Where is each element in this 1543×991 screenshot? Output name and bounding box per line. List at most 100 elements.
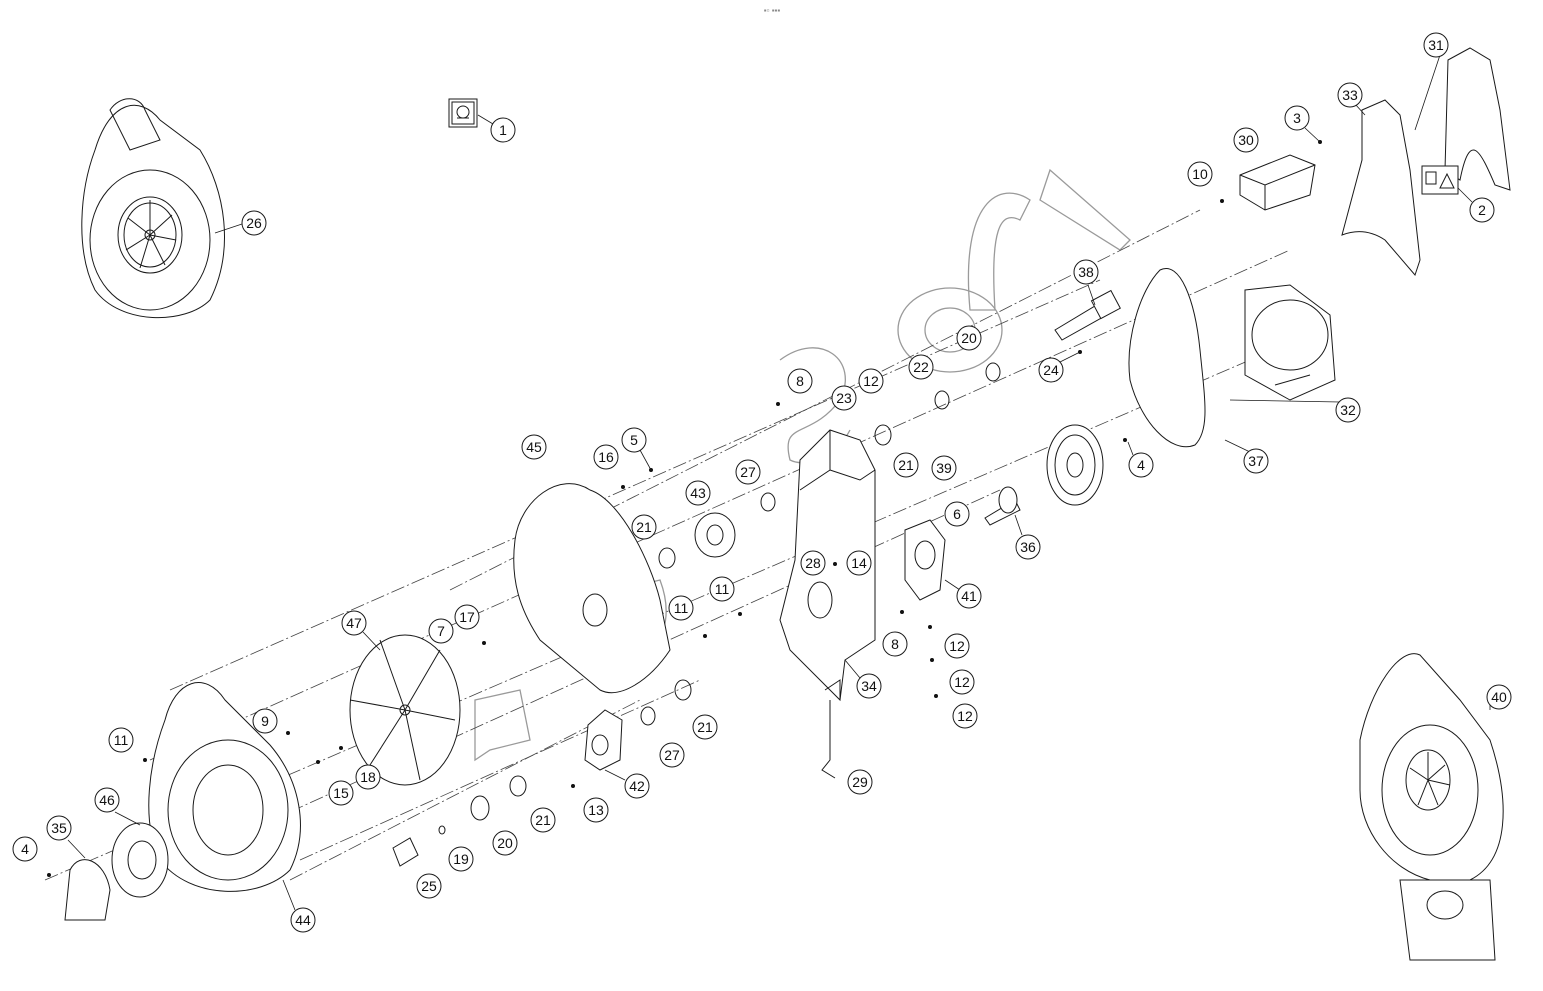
bearing-22 xyxy=(934,390,950,410)
callout-12c[interactable]: 12 xyxy=(949,669,975,695)
callout-31[interactable]: 31 xyxy=(1423,32,1449,58)
washer-19 xyxy=(438,825,446,835)
callout-28[interactable]: 28 xyxy=(800,550,826,576)
callout-21c[interactable]: 21 xyxy=(692,714,718,740)
callout-16[interactable]: 16 xyxy=(593,444,619,470)
callout-20a-label: 20 xyxy=(961,330,977,346)
bearing-21-a xyxy=(658,547,676,569)
callout-40-label: 40 xyxy=(1491,689,1507,705)
callout-15-label: 15 xyxy=(333,785,349,801)
callout-14[interactable]: 14 xyxy=(846,550,872,576)
toolbar-indicator: ▪▫ ▪▪▪ xyxy=(764,6,781,15)
pulley-36 xyxy=(984,486,1021,526)
callout-42[interactable]: 42 xyxy=(624,773,650,799)
callout-8b[interactable]: 8 xyxy=(882,631,908,657)
callout-38[interactable]: 38 xyxy=(1073,259,1099,285)
callout-18[interactable]: 18 xyxy=(355,764,381,790)
callout-40[interactable]: 40 xyxy=(1486,684,1512,710)
callout-17[interactable]: 17 xyxy=(454,604,480,630)
callout-12a[interactable]: 12 xyxy=(858,368,884,394)
callout-4a-label: 4 xyxy=(1137,457,1145,473)
callout-25[interactable]: 25 xyxy=(416,873,442,899)
callout-10-label: 10 xyxy=(1192,166,1208,182)
callout-12c-label: 12 xyxy=(954,674,970,690)
callout-26-label: 26 xyxy=(246,215,262,231)
callout-24[interactable]: 24 xyxy=(1038,357,1064,383)
callout-26[interactable]: 26 xyxy=(241,210,267,236)
callout-12d[interactable]: 12 xyxy=(952,703,978,729)
bearing-21-d xyxy=(509,775,527,797)
callout-7-label: 7 xyxy=(437,623,445,639)
callout-3-label: 3 xyxy=(1293,110,1301,126)
callout-5[interactable]: 5 xyxy=(621,427,647,453)
callout-22[interactable]: 22 xyxy=(908,354,934,380)
callout-19-label: 19 xyxy=(453,851,469,867)
callout-32[interactable]: 32 xyxy=(1335,397,1361,423)
callout-45[interactable]: 45 xyxy=(521,434,547,460)
callout-9[interactable]: 9 xyxy=(252,708,278,734)
manual-book-icon xyxy=(448,98,478,128)
callout-34[interactable]: 34 xyxy=(856,673,882,699)
callout-46[interactable]: 46 xyxy=(94,787,120,813)
callout-27b[interactable]: 27 xyxy=(659,742,685,768)
callout-8a[interactable]: 8 xyxy=(787,368,813,394)
callout-8b-label: 8 xyxy=(891,636,899,652)
callout-10[interactable]: 10 xyxy=(1187,161,1213,187)
callout-13[interactable]: 13 xyxy=(583,797,609,823)
bearing-housing-42 xyxy=(584,709,623,771)
callout-27a[interactable]: 27 xyxy=(735,459,761,485)
leader-lines xyxy=(67,54,1491,911)
callout-20b[interactable]: 20 xyxy=(492,830,518,856)
callout-21b[interactable]: 21 xyxy=(893,452,919,478)
callout-33[interactable]: 33 xyxy=(1337,82,1363,108)
callout-19[interactable]: 19 xyxy=(448,846,474,872)
callout-35[interactable]: 35 xyxy=(46,815,72,841)
callout-31-label: 31 xyxy=(1428,37,1444,53)
callout-12d-label: 12 xyxy=(957,708,973,724)
callout-1[interactable]: 1 xyxy=(490,117,516,143)
callout-20a[interactable]: 20 xyxy=(956,325,982,351)
callout-1-label: 1 xyxy=(499,122,507,138)
callout-11a[interactable]: 11 xyxy=(108,727,134,753)
callout-22-label: 22 xyxy=(913,359,929,375)
callout-21c-label: 21 xyxy=(697,719,713,735)
callout-6[interactable]: 6 xyxy=(944,501,970,527)
callout-30[interactable]: 30 xyxy=(1233,127,1259,153)
callout-6-label: 6 xyxy=(953,506,961,522)
callout-41[interactable]: 41 xyxy=(956,583,982,609)
callout-2[interactable]: 2 xyxy=(1469,197,1495,223)
callout-47[interactable]: 47 xyxy=(341,610,367,636)
callout-11a-label: 11 xyxy=(114,732,129,748)
callout-15[interactable]: 15 xyxy=(328,780,354,806)
callout-36[interactable]: 36 xyxy=(1015,534,1041,560)
callout-4b[interactable]: 4 xyxy=(12,836,38,862)
callout-12b[interactable]: 12 xyxy=(944,633,970,659)
callout-9-label: 9 xyxy=(261,713,269,729)
callout-44[interactable]: 44 xyxy=(290,907,316,933)
callout-7[interactable]: 7 xyxy=(428,618,454,644)
plate-41 xyxy=(904,519,946,601)
callout-43[interactable]: 43 xyxy=(685,480,711,506)
callout-23[interactable]: 23 xyxy=(831,385,857,411)
callout-21a[interactable]: 21 xyxy=(631,514,657,540)
warning-decal-icon xyxy=(1421,165,1459,195)
callout-21b-label: 21 xyxy=(898,457,914,473)
callout-39[interactable]: 39 xyxy=(931,455,957,481)
callout-29[interactable]: 29 xyxy=(847,769,873,795)
callout-5-label: 5 xyxy=(630,432,638,448)
callout-37[interactable]: 37 xyxy=(1243,448,1269,474)
assembled-blower-40 xyxy=(1359,653,1504,961)
callout-4a[interactable]: 4 xyxy=(1128,452,1154,478)
callout-17-label: 17 xyxy=(459,609,475,625)
callout-11c[interactable]: 11 xyxy=(709,576,735,602)
callout-32-label: 32 xyxy=(1340,402,1356,418)
callout-29-label: 29 xyxy=(852,774,868,790)
callout-18-label: 18 xyxy=(360,769,376,785)
side-panel-33 xyxy=(1341,99,1421,276)
callout-11b-label: 11 xyxy=(674,600,689,616)
callout-3[interactable]: 3 xyxy=(1284,105,1310,131)
callout-12b-label: 12 xyxy=(949,638,965,654)
callout-11b[interactable]: 11 xyxy=(668,595,694,621)
callout-21d[interactable]: 21 xyxy=(530,807,556,833)
